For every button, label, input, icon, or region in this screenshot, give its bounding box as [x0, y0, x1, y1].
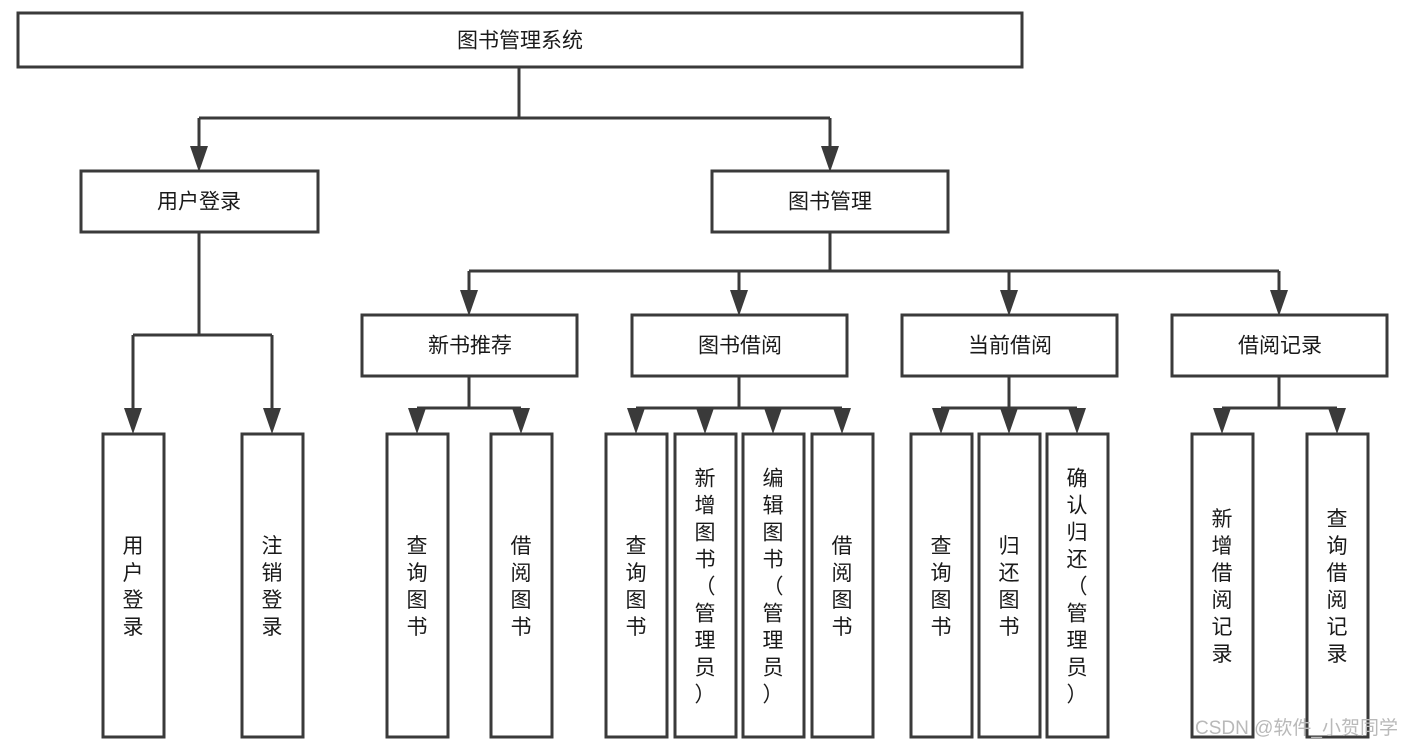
node-new-book-recommend[interactable]: 新书推荐 — [360, 313, 579, 378]
node-borrow-record-box[interactable] — [1170, 313, 1389, 378]
arrow-head-icon — [190, 146, 208, 172]
node-user-login[interactable]: 用户登录 — [79, 169, 320, 234]
node-new-book-recommend-label: 新书推荐 — [428, 335, 512, 358]
node-user-login-box[interactable] — [79, 169, 320, 234]
node-leaf-add-book[interactable]: 新增图书（管理员） — [673, 432, 738, 739]
arrow-head-icon — [1068, 408, 1086, 434]
arrow-head-icon — [124, 408, 142, 434]
arrow-head-icon — [1000, 290, 1018, 316]
node-leaf-add-record-label: 新增借阅记录 — [1212, 508, 1233, 666]
node-book-borrow[interactable]: 图书借阅 — [630, 313, 849, 378]
arrow-head-icon — [1000, 408, 1018, 434]
node-borrow-record[interactable]: 借阅记录 — [1170, 313, 1389, 378]
node-user-login-label: 用户登录 — [157, 191, 241, 214]
connector-group-new-book-recommend — [408, 376, 530, 434]
node-book-management[interactable]: 图书管理 — [710, 169, 950, 234]
arrow-head-icon — [460, 290, 478, 316]
node-leaf-borrow-book-1-label: 借阅图书 — [511, 535, 532, 639]
connector-group-book-borrow — [627, 376, 851, 434]
node-leaf-confirm-return-label: 确认归还（管理员） — [1067, 468, 1088, 707]
arrow-head-icon — [696, 408, 714, 434]
arrow-head-icon — [1328, 408, 1346, 434]
node-leaf-query-book-3-box[interactable] — [909, 432, 974, 739]
arrow-head-icon — [512, 408, 530, 434]
arrow-head-icon — [833, 408, 851, 434]
node-root-box[interactable] — [16, 11, 1024, 69]
connector-group-root — [190, 67, 839, 172]
node-leaf-confirm-return-box[interactable] — [1045, 432, 1110, 739]
node-leaf-edit-book-box[interactable] — [741, 432, 806, 739]
node-leaf-return-book[interactable]: 归还图书 — [977, 432, 1042, 739]
watermark-label: CSDN @软件_小贺同学 — [1195, 717, 1398, 739]
node-book-management-label: 图书管理 — [788, 191, 872, 214]
arrow-head-icon — [932, 408, 950, 434]
arrow-head-icon — [1213, 408, 1231, 434]
arrow-head-icon — [821, 146, 839, 172]
connector-group-user-login — [124, 232, 281, 434]
node-leaf-query-book-1-box[interactable] — [385, 432, 450, 739]
node-leaf-return-book-box[interactable] — [977, 432, 1042, 739]
node-book-borrow-label: 图书借阅 — [698, 335, 782, 358]
node-leaf-query-book-1[interactable]: 查询图书 — [385, 432, 450, 739]
node-leaf-edit-book-label: 编辑图书（管理员） — [763, 468, 784, 707]
node-leaf-add-record[interactable]: 新增借阅记录 — [1190, 432, 1255, 739]
node-leaf-query-record[interactable]: 查询借阅记录 — [1305, 432, 1370, 739]
connector-group-current-borrow — [932, 376, 1086, 434]
node-leaf-query-record-label: 查询借阅记录 — [1327, 508, 1348, 666]
node-book-management-box[interactable] — [710, 169, 950, 234]
node-current-borrow-box[interactable] — [900, 313, 1119, 378]
node-leaf-return-book-label: 归还图书 — [999, 535, 1020, 639]
node-borrow-record-label: 借阅记录 — [1238, 335, 1322, 358]
node-book-borrow-box[interactable] — [630, 313, 849, 378]
node-leaf-query-book-2-box[interactable] — [604, 432, 669, 739]
node-leaf-query-book-2-label: 查询图书 — [626, 535, 647, 639]
node-leaf-query-book-3[interactable]: 查询图书 — [909, 432, 974, 739]
node-leaf-edit-book[interactable]: 编辑图书（管理员） — [741, 432, 806, 739]
arrow-head-icon — [263, 408, 281, 434]
arrow-head-icon — [730, 290, 748, 316]
node-leaf-query-book-3-label: 查询图书 — [931, 535, 952, 639]
node-leaf-add-record-box[interactable] — [1190, 432, 1255, 739]
node-leaf-borrow-book-2-label: 借阅图书 — [832, 535, 853, 639]
node-root-label: 图书管理系统 — [457, 30, 583, 53]
node-leaf-user-login-box[interactable] — [101, 432, 166, 739]
node-root[interactable]: 图书管理系统 — [16, 11, 1024, 69]
node-leaf-user-logout-label: 注销登录 — [262, 535, 283, 639]
arrow-head-icon — [1270, 290, 1288, 316]
node-leaf-borrow-book-2[interactable]: 借阅图书 — [810, 432, 875, 739]
node-leaf-confirm-return[interactable]: 确认归还（管理员） — [1045, 432, 1110, 739]
node-leaf-query-book-2[interactable]: 查询图书 — [604, 432, 669, 739]
node-leaf-borrow-book-2-box[interactable] — [810, 432, 875, 739]
node-leaf-borrow-book-1[interactable]: 借阅图书 — [489, 432, 554, 739]
connector-group-borrow-record — [1213, 376, 1346, 434]
node-leaf-add-book-box[interactable] — [673, 432, 738, 739]
arrow-head-icon — [627, 408, 645, 434]
arrow-head-icon — [408, 408, 426, 434]
connector-group-book-management — [460, 232, 1288, 316]
node-leaf-add-book-label: 新增图书（管理员） — [695, 468, 716, 707]
node-leaf-user-login-label: 用户登录 — [123, 535, 144, 639]
node-leaf-borrow-book-1-box[interactable] — [489, 432, 554, 739]
arrow-head-icon — [764, 408, 782, 434]
node-leaf-query-record-box[interactable] — [1305, 432, 1370, 739]
node-current-borrow[interactable]: 当前借阅 — [900, 313, 1119, 378]
node-leaf-user-logout[interactable]: 注销登录 — [240, 432, 305, 739]
node-leaf-user-login[interactable]: 用户登录 — [101, 432, 166, 739]
node-leaf-query-book-1-label: 查询图书 — [407, 535, 428, 639]
node-current-borrow-label: 当前借阅 — [968, 335, 1052, 358]
node-leaf-user-logout-box[interactable] — [240, 432, 305, 739]
node-new-book-recommend-box[interactable] — [360, 313, 579, 378]
